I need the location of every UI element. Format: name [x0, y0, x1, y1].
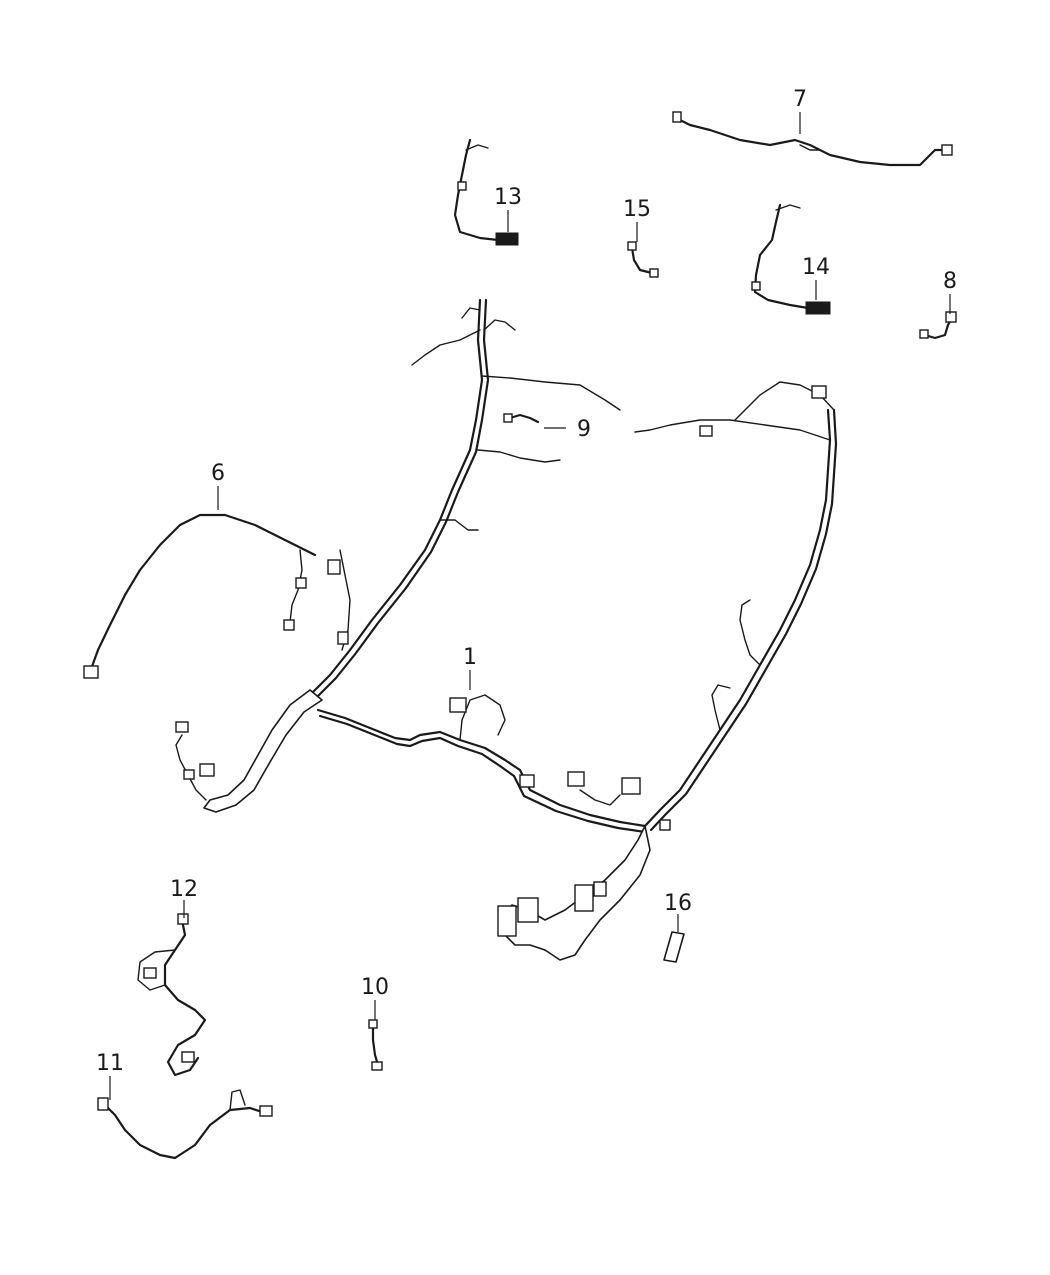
harness-part-12 — [137, 913, 207, 1077]
callout-labels: 1 6 7 8 9 10 11 12 13 14 15 16 — [96, 87, 957, 1076]
harness-part-15 — [627, 241, 659, 278]
harness-part-13 — [453, 138, 519, 246]
callout-14: 14 — [802, 255, 830, 280]
harness-part-6 — [83, 513, 351, 679]
harness-part-16 — [663, 931, 685, 963]
callout-15: 15 — [623, 197, 651, 222]
callout-7: 7 — [793, 87, 807, 112]
callout-16: 16 — [664, 891, 692, 916]
callout-11: 11 — [96, 1051, 124, 1076]
harness-part-10 — [368, 1019, 383, 1071]
harness-part-11 — [97, 1089, 273, 1160]
harness-part-14 — [751, 203, 831, 315]
harness-part-1 — [175, 298, 838, 961]
callout-leaders — [109, 112, 951, 1100]
callout-10: 10 — [361, 975, 389, 1000]
callout-1: 1 — [463, 645, 477, 670]
callout-6: 6 — [211, 461, 225, 486]
callout-8: 8 — [943, 269, 957, 294]
harness-part-7 — [672, 111, 953, 167]
callout-13: 13 — [494, 185, 522, 210]
callout-12: 12 — [170, 877, 198, 902]
harness-part-9 — [503, 413, 540, 424]
callout-9: 9 — [577, 417, 591, 442]
harness-part-8 — [919, 311, 957, 340]
